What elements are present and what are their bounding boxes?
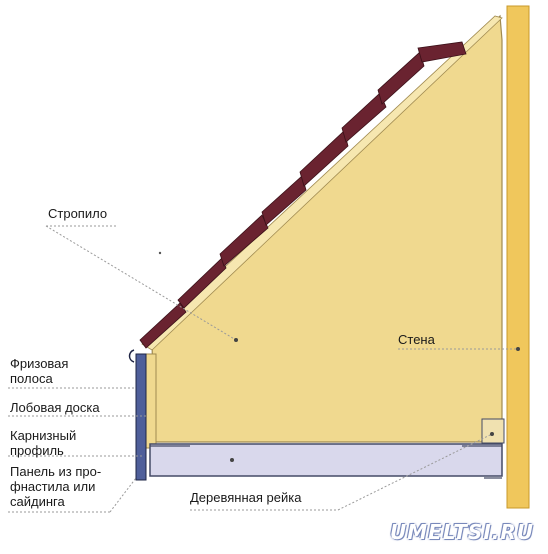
fascia-board bbox=[145, 353, 157, 449]
label-fascia: Лобовая доска bbox=[10, 400, 100, 415]
label-panel: Панель из про- фнастила или сайдинга bbox=[10, 464, 101, 509]
wooden-batten bbox=[149, 443, 503, 477]
label-panel-line2: фнастила или bbox=[10, 479, 96, 494]
rafter bbox=[151, 14, 503, 443]
label-wall: Стена bbox=[398, 332, 435, 347]
label-cornice-line2: профиль bbox=[10, 443, 64, 458]
leader-lines bbox=[8, 225, 518, 513]
label-frieze-line2: полоса bbox=[10, 371, 53, 386]
label-frieze: Фризовая полоса bbox=[10, 356, 68, 386]
label-panel-line3: сайдинга bbox=[10, 494, 65, 509]
label-cornice: Карнизный профиль bbox=[10, 428, 76, 458]
rafter-top-edge bbox=[141, 15, 503, 351]
watermark: UMELTSI.RU bbox=[390, 520, 534, 544]
label-cornice-line1: Карнизный bbox=[10, 428, 77, 443]
wall-block bbox=[481, 418, 505, 444]
roofing-tiles bbox=[139, 41, 467, 349]
label-frieze-line1: Фризовая bbox=[10, 356, 69, 371]
label-panel-line1: Панель из про- bbox=[10, 464, 102, 479]
label-batten: Деревянная рейка bbox=[190, 490, 302, 505]
wall bbox=[506, 5, 530, 509]
label-rafter: Стропило bbox=[48, 206, 108, 221]
cornice-profile bbox=[128, 349, 135, 363]
frieze-strip bbox=[135, 353, 147, 481]
